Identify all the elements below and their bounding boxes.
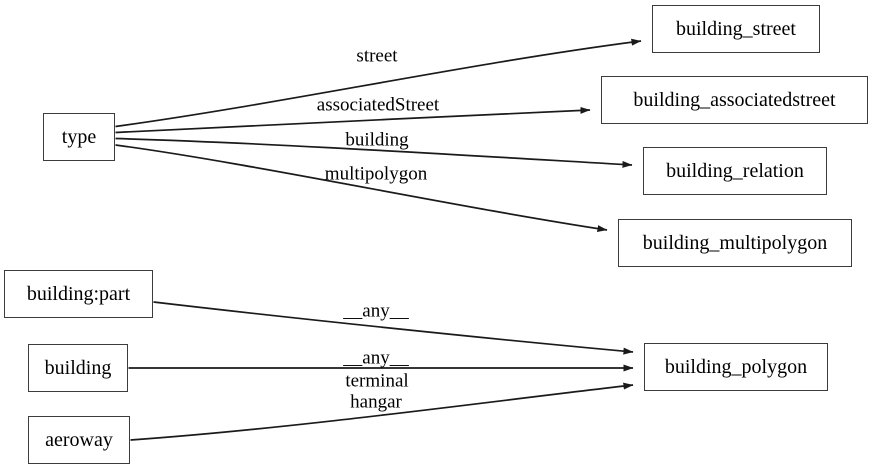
edge-type-building-multipolygon [115,144,608,233]
node-building-associatedstreet[interactable]: building_associatedstreet [601,76,868,124]
edge-label-multipolygon-text: multipolygon [324,163,428,185]
node-building-relation-label: building_relation [666,160,804,182]
node-building[interactable]: building [28,344,128,392]
node-building-street-label: building_street [676,18,796,40]
node-building-relation[interactable]: building_relation [643,147,827,195]
edge-label-building-text: building [345,129,409,151]
node-building-associatedstreet-label: building_associatedstreet [633,89,836,111]
edge-label-any-building: __any__ [343,349,408,368]
node-building-polygon-label: building_polygon [664,356,808,378]
edge-label-terminal-text: terminal [345,370,409,392]
node-type-label: type [61,126,97,148]
edge-label-associatedstreet-text: associatedStreet [316,94,440,116]
edge-label-street: street [356,47,397,66]
node-aeroway-label: aeroway [45,429,113,451]
edge-label-associatedstreet: associatedStreet [317,96,439,115]
edge-label-any-buildingpart: __any__ [343,302,408,321]
node-type[interactable]: type [43,113,115,161]
node-building-street[interactable]: building_street [652,5,820,53]
edge-label-multipolygon: multipolygon [325,165,427,184]
edge-label-hangar-text: hangar [350,391,402,413]
node-building-part-label: building:part [26,283,131,305]
edge-label-hangar: hangar [350,393,402,412]
edge-type-building-associatedstreet [115,106,591,134]
edge-label-street-text: street [356,45,398,67]
edge-label-building: building [345,131,408,150]
node-building-label: building [44,357,112,379]
node-building-polygon[interactable]: building_polygon [644,343,828,391]
edge-type-building-relation [115,137,633,168]
edge-type-building-street [115,38,642,128]
node-aeroway[interactable]: aeroway [28,416,130,464]
edge-label-any-building-text: __any__ [343,347,409,369]
edge-buildingpart-building-polygon [153,301,634,355]
node-building-multipolygon-label: building_multipolygon [642,232,828,254]
node-building-part[interactable]: building:part [4,270,153,318]
edge-label-terminal: terminal [345,372,408,391]
edge-label-any-buildingpart-text: __any__ [343,300,409,322]
edge-aeroway-building-polygon [130,382,634,441]
node-building-multipolygon[interactable]: building_multipolygon [618,219,852,267]
